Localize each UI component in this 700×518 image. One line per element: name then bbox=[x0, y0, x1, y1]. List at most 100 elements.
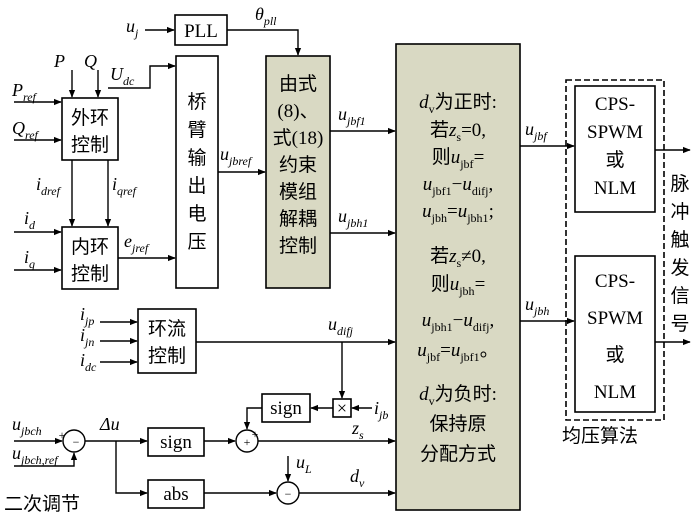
inner-loop-label-1: 内环 bbox=[71, 236, 109, 258]
sign-mid-label: sign bbox=[160, 432, 192, 453]
signal-zs: zs bbox=[351, 418, 364, 442]
sign-block-mid: sign bbox=[147, 427, 205, 457]
logic-zs-zero-if: 若zs=0, bbox=[430, 119, 486, 144]
signal-ujbf: ujbf bbox=[525, 119, 548, 143]
circulating-label-2: 控制 bbox=[148, 345, 186, 367]
sum-junction-1: + − bbox=[59, 428, 86, 453]
decoupling-line-1: 由式 bbox=[279, 73, 317, 95]
cps-bottom-line-1: CPS- bbox=[595, 271, 635, 292]
signal-ujbh: ujbh bbox=[525, 294, 549, 318]
decoupling-line-4: 约束 bbox=[279, 154, 317, 176]
abs-block: abs bbox=[147, 479, 205, 509]
signal-P: P bbox=[53, 51, 65, 71]
signal-Q: Q bbox=[84, 51, 97, 71]
signal-ejref: ejref bbox=[124, 231, 150, 255]
logic-zs-nonzero-eq2: ujbf=ujbf1。 bbox=[417, 340, 498, 364]
bridge-arm-char-3: 输 bbox=[187, 147, 206, 169]
logic-zs-zero-eq1: ujbf1−udifj, bbox=[423, 174, 493, 198]
logic-text: dv为正时: 若zs=0, 则ujbf= ujbf1−udifj, ujbh=u… bbox=[417, 91, 498, 465]
signal-ujbref: ujbref bbox=[220, 144, 253, 168]
abs-label: abs bbox=[163, 484, 188, 505]
signal-Udc: Udc bbox=[110, 64, 135, 88]
pulse-char-2: 冲 bbox=[670, 201, 689, 223]
cps-top-line-4: NLM bbox=[594, 178, 636, 199]
pulse-trigger-label: 脉 冲 触 发 信 号 bbox=[670, 173, 689, 335]
pulse-char-5: 信 bbox=[670, 285, 689, 307]
logic-zs-nonzero-eq1: ujbh1−udifj, bbox=[422, 310, 494, 334]
signal-ijb: ijb bbox=[374, 398, 388, 422]
cps-block-bottom: CPS- SPWM 或 NLM bbox=[574, 255, 656, 413]
signal-idref: idref bbox=[36, 174, 62, 198]
signal-dv: dv bbox=[350, 466, 365, 490]
logic-negative-line-3: 分配方式 bbox=[420, 443, 496, 465]
signal-theta-pll: θpll bbox=[255, 4, 277, 28]
sum2-plus-sign-a: + bbox=[244, 435, 251, 449]
signal-iq: iq bbox=[24, 247, 35, 271]
logic-zs-nonzero-if: 若zs≠0, bbox=[430, 245, 486, 270]
sum1-plus-sign: + bbox=[59, 428, 66, 442]
cps-top-line-3: 或 bbox=[605, 149, 624, 171]
sum2-plus-sign-b: + bbox=[252, 427, 259, 441]
decoupling-control-block: 由式 (8)、 式(18) 约束 模组 解耦 控制 bbox=[265, 55, 331, 289]
balance-dashed-border bbox=[565, 79, 665, 421]
decoupling-line-2: (8)、 bbox=[277, 101, 318, 122]
decoupling-line-3: 式(18) bbox=[273, 127, 324, 149]
pulse-char-4: 发 bbox=[670, 257, 689, 279]
bridge-arm-char-6: 压 bbox=[187, 232, 206, 253]
logic-zs-zero-then: 则ujbf= bbox=[432, 146, 485, 171]
sum-junction-2: + + bbox=[235, 427, 259, 453]
balance-algorithm-label: 均压算法 bbox=[562, 425, 638, 447]
decoupling-line-5: 模组 bbox=[279, 181, 317, 203]
cps-block-top: CPS- SPWM 或 NLM bbox=[574, 85, 656, 213]
sign-top-label: sign bbox=[270, 398, 302, 419]
signal-Qref: Qref bbox=[12, 118, 40, 142]
signal-udifj: udifj bbox=[328, 314, 354, 338]
logic-positive-title: dv为正时: bbox=[419, 91, 497, 116]
signal-iqref: iqref bbox=[112, 174, 138, 198]
outer-loop-label-2: 控制 bbox=[71, 134, 109, 156]
circulating-label-1: 环流 bbox=[148, 318, 186, 340]
multiplier-sign: × bbox=[337, 398, 347, 418]
signal-ijn: ijn bbox=[80, 325, 94, 349]
signal-ujbh1: ujbh1 bbox=[338, 206, 368, 230]
sum3-minus-sign: − bbox=[285, 487, 292, 501]
logic-negative-line-2: 保持原 bbox=[429, 413, 486, 435]
cps-bottom-line-3: 或 bbox=[605, 344, 624, 366]
bridge-arm-char-2: 臂 bbox=[187, 119, 206, 141]
sum1-minus-sign: − bbox=[73, 435, 80, 449]
multiplier-junction: × bbox=[332, 398, 352, 418]
sum-junction-3: − bbox=[276, 481, 300, 505]
pulse-char-3: 触 bbox=[670, 229, 689, 251]
signal-Pref: Pref bbox=[11, 80, 38, 104]
bridge-arm-voltage-block: 桥 臂 输 出 电 压 bbox=[175, 55, 219, 289]
signal-ujbch: ujbch bbox=[12, 414, 42, 438]
outer-loop-label-1: 外环 bbox=[71, 107, 109, 129]
signal-id: id bbox=[24, 208, 36, 232]
pll-label: PLL bbox=[184, 21, 218, 42]
pulse-char-6: 号 bbox=[670, 314, 689, 335]
pll-block: PLL bbox=[174, 14, 228, 46]
outer-loop-block: 外环 控制 bbox=[61, 97, 119, 161]
signal-ujbch-ref: ujbch,ref bbox=[12, 443, 59, 467]
secondary-regulation-label: 二次调节 bbox=[4, 493, 80, 515]
bridge-arm-char-4: 出 bbox=[187, 175, 206, 197]
wires bbox=[14, 26, 691, 497]
decoupling-line-6: 解耦 bbox=[279, 208, 317, 230]
bridge-arm-char-5: 电 bbox=[187, 203, 206, 225]
balance-algorithm-group bbox=[565, 79, 665, 421]
signal-uj: uj bbox=[126, 16, 139, 40]
pulse-char-1: 脉 bbox=[670, 173, 689, 195]
signal-idc: idc bbox=[80, 350, 97, 374]
inner-loop-label-2: 控制 bbox=[71, 263, 109, 285]
signal-ujbf1: ujbf1 bbox=[338, 104, 366, 128]
logic-negative-title: dv为负时: bbox=[419, 383, 497, 408]
logic-block bbox=[395, 43, 521, 511]
signal-uL: uL bbox=[296, 452, 312, 476]
logic-zs-zero-eq2: ujbh=ujbh1; bbox=[422, 201, 494, 225]
signal-delta-u: Δu bbox=[99, 414, 120, 434]
cps-top-line-1: CPS- bbox=[595, 94, 635, 115]
inner-loop-block: 内环 控制 bbox=[61, 226, 119, 290]
bridge-arm-char-1: 桥 bbox=[187, 91, 206, 113]
circulating-current-block: 环流 控制 bbox=[137, 308, 197, 374]
